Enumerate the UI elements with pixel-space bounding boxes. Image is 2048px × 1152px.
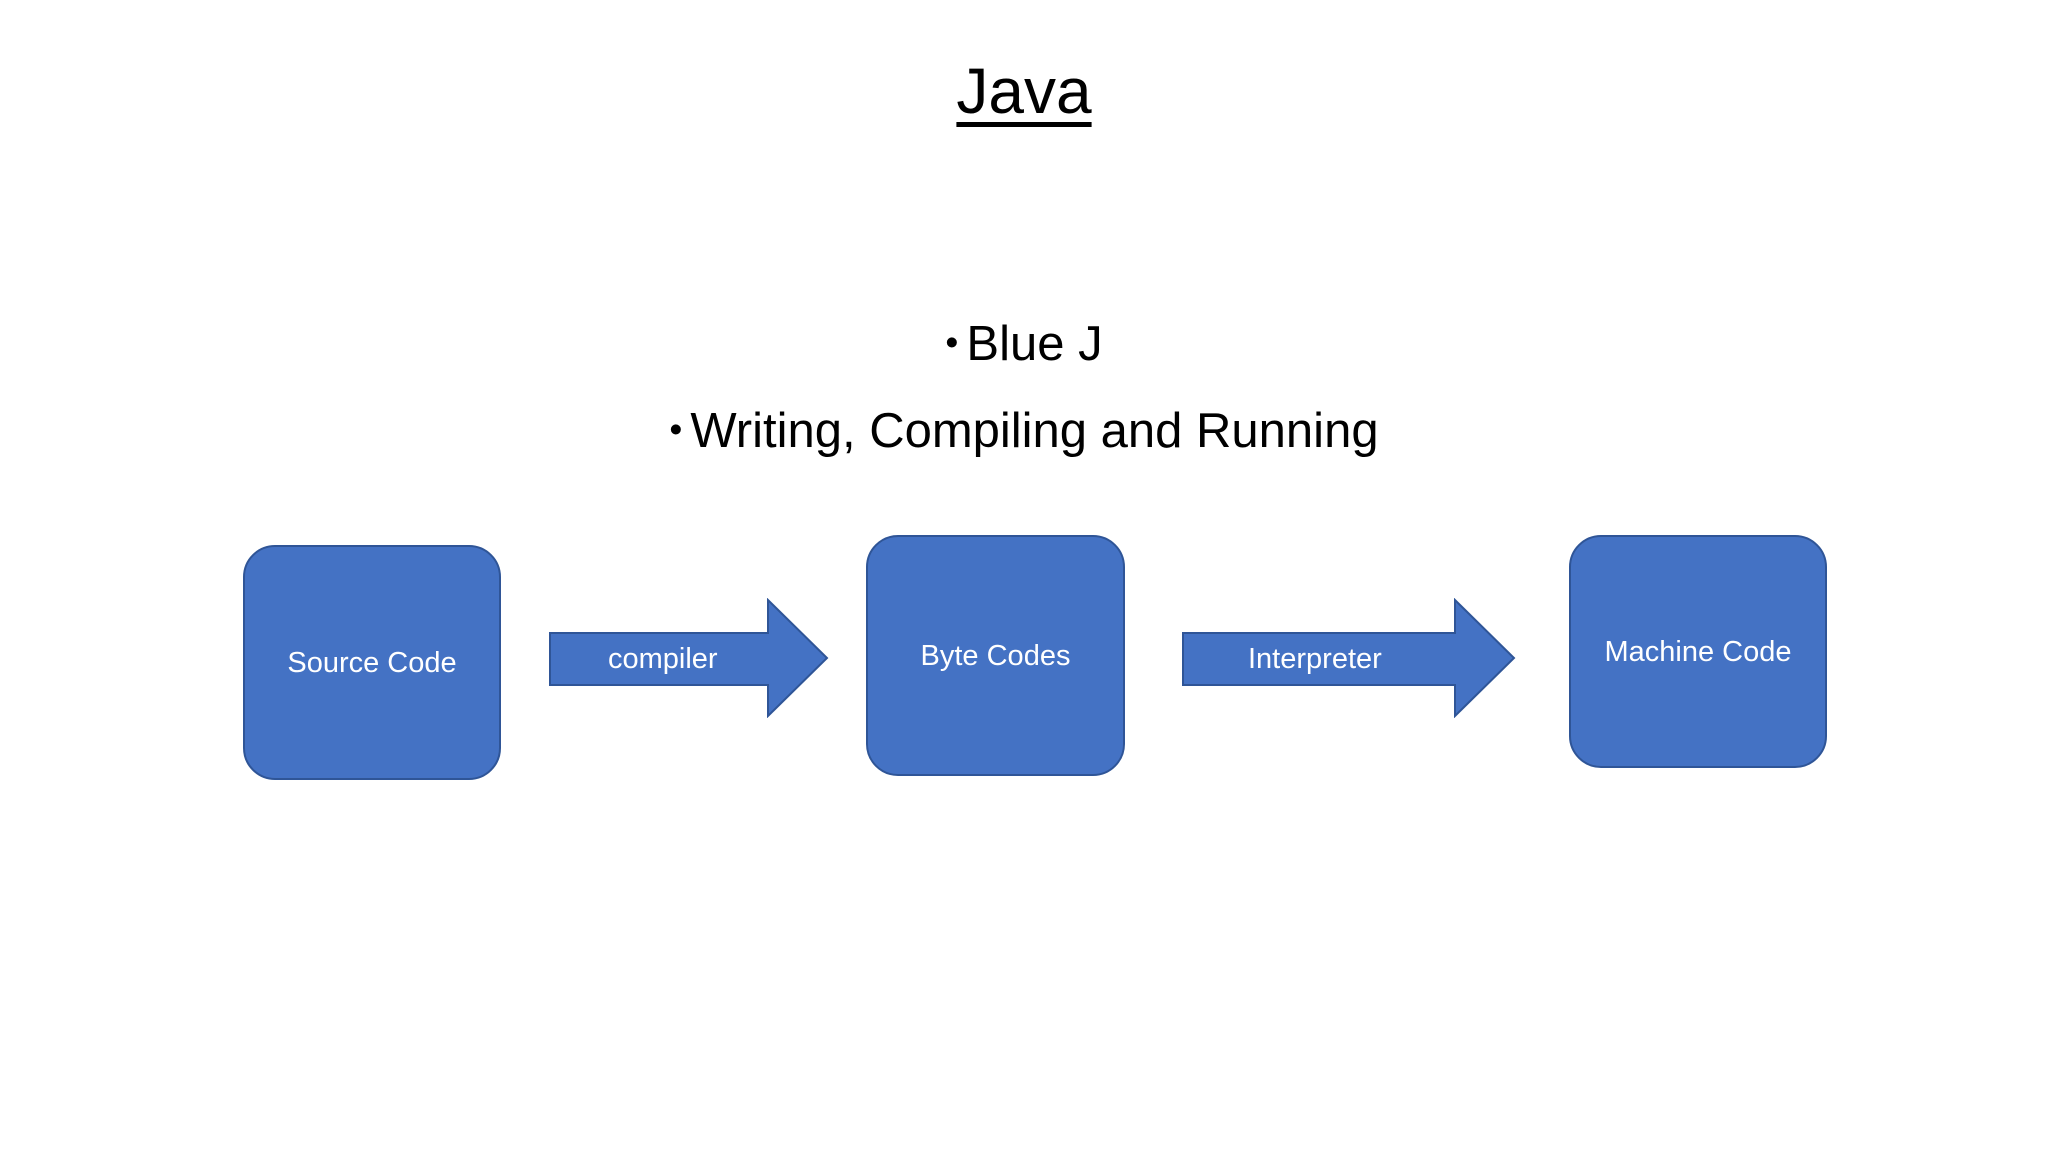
page-title-text: Java <box>956 55 1092 127</box>
list-item: •Writing, Compiling and Running <box>0 387 2048 474</box>
diagram-node-machine-code[interactable]: Machine Code <box>1569 535 1827 768</box>
list-item-label: Writing, Compiling and Running <box>690 404 1379 458</box>
diagram-arrow-label-interpreter: Interpreter <box>1248 643 1382 675</box>
diagram-node-label: Byte Codes <box>920 639 1071 672</box>
diagram-node-label: Machine Code <box>1604 635 1792 668</box>
bullet-marker-icon: • <box>945 322 959 363</box>
page-title: Java <box>0 55 2048 127</box>
diagram-arrow-label-compiler: compiler <box>608 643 718 675</box>
diagram-node-source-code[interactable]: Source Code <box>243 545 501 780</box>
bullet-marker-icon: • <box>669 409 683 450</box>
right-arrow-icon <box>549 598 829 718</box>
list-item: •Blue J <box>0 300 2048 387</box>
diagram-arrow-interpreter[interactable] <box>1182 598 1516 718</box>
list-item-label: Blue J <box>966 317 1103 371</box>
diagram-arrow-compiler[interactable] <box>549 598 829 718</box>
diagram-node-byte-codes[interactable]: Byte Codes <box>866 535 1125 776</box>
bullet-list: •Blue J •Writing, Compiling and Running <box>0 300 2048 474</box>
diagram-node-label: Source Code <box>287 646 457 679</box>
right-arrow-icon <box>1182 598 1516 718</box>
